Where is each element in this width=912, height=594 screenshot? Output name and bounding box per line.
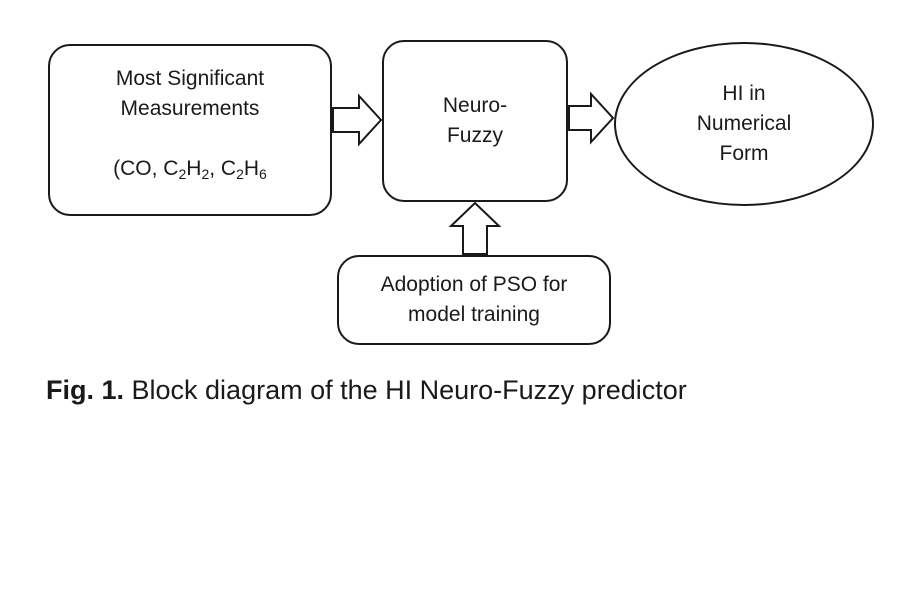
neuro-fuzzy-box: Neuro- Fuzzy	[382, 40, 568, 202]
measurements-title-line2: Measurements	[120, 97, 260, 120]
hi-output-line2: Numerical	[696, 112, 792, 135]
measurements-box: Most Significant Measurements (CO, C2H2,…	[48, 44, 332, 216]
figure-caption: Fig. 1. Block diagram of the HI Neuro-Fu…	[46, 372, 687, 408]
hi-output-ellipse: HI in Numerical Form	[614, 42, 874, 206]
arrow-pso-to-neuro	[448, 201, 502, 255]
hi-output-line3: Form	[719, 142, 769, 165]
arrow-neuro-to-hi	[568, 91, 615, 145]
neuro-fuzzy-line2: Fuzzy	[446, 124, 503, 147]
figure-caption-text: Block diagram of the HI Neuro-Fuzzy pred…	[124, 375, 687, 405]
pso-box: Adoption of PSO for model training	[337, 255, 611, 345]
hi-output-line1: HI in	[722, 82, 766, 105]
neuro-fuzzy-line1: Neuro-	[442, 94, 508, 117]
measurements-formula: (CO, C2H2, C2H6	[113, 157, 267, 182]
figure-label: Fig. 1.	[46, 375, 125, 405]
pso-line2: model training	[408, 303, 540, 326]
measurements-title-line1: Most Significant	[115, 67, 265, 90]
pso-line1: Adoption of PSO for	[380, 273, 568, 296]
arrow-measurements-to-neuro	[332, 93, 383, 147]
